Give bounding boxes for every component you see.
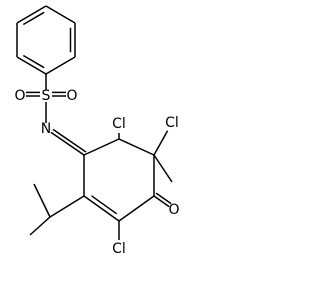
double-bond	[16, 56, 47, 75]
single-bond	[33, 183, 51, 218]
double-bond-inner-line	[91, 195, 118, 215]
double-bond-inner-line	[22, 11, 45, 26]
atom-label-cl: Cl	[112, 116, 126, 132]
atom-label-cl: Cl	[112, 241, 126, 257]
atom-label-o: O	[66, 88, 77, 104]
atom-label-n: N	[41, 121, 51, 137]
bond-layer	[16, 5, 173, 240]
atom-label-o: O	[14, 88, 25, 104]
atom-label-o: O	[168, 202, 179, 218]
double-bond	[16, 5, 47, 24]
single-bond	[45, 5, 76, 24]
single-bond	[29, 216, 51, 236]
double-bond-second-line	[155, 192, 172, 205]
single-bond	[49, 195, 85, 218]
single-bond	[118, 195, 155, 222]
single-bond	[153, 130, 169, 156]
single-bond	[153, 154, 173, 183]
single-bond	[45, 56, 76, 75]
double-bond	[50, 131, 85, 156]
double-bond-inner-line	[22, 54, 45, 69]
atom-label-cl: Cl	[165, 115, 179, 131]
double-bond	[153, 195, 170, 208]
single-bond	[83, 138, 120, 156]
double-bond-second-line	[52, 128, 87, 153]
single-bond	[118, 138, 155, 156]
double-bond	[83, 195, 120, 222]
atom-label-s: S	[42, 88, 51, 104]
